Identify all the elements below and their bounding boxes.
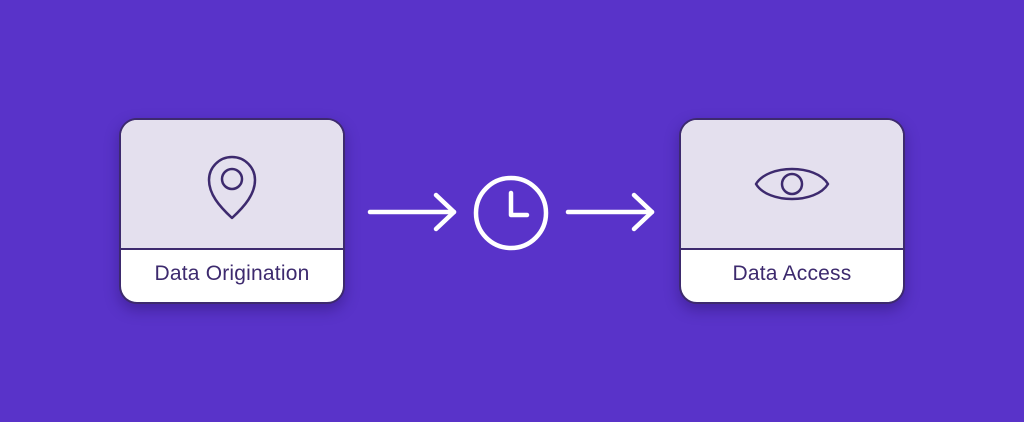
location-pin-icon [207, 155, 257, 220]
data-access-label: Data Access [732, 262, 852, 285]
data-access-label-panel: Data Access [681, 246, 903, 302]
arrow-icon-right [565, 192, 655, 232]
data-origination-node: Data Origination [119, 118, 345, 304]
data-origination-label: Data Origination [154, 262, 310, 285]
data-origination-label-panel: Data Origination [121, 246, 343, 302]
eye-icon [754, 167, 830, 201]
data-access-icon-panel [681, 120, 903, 250]
clock-icon [473, 175, 549, 251]
data-access-node: Data Access [679, 118, 905, 304]
arrow-icon-left [367, 192, 457, 232]
data-origination-icon-panel [121, 120, 343, 250]
